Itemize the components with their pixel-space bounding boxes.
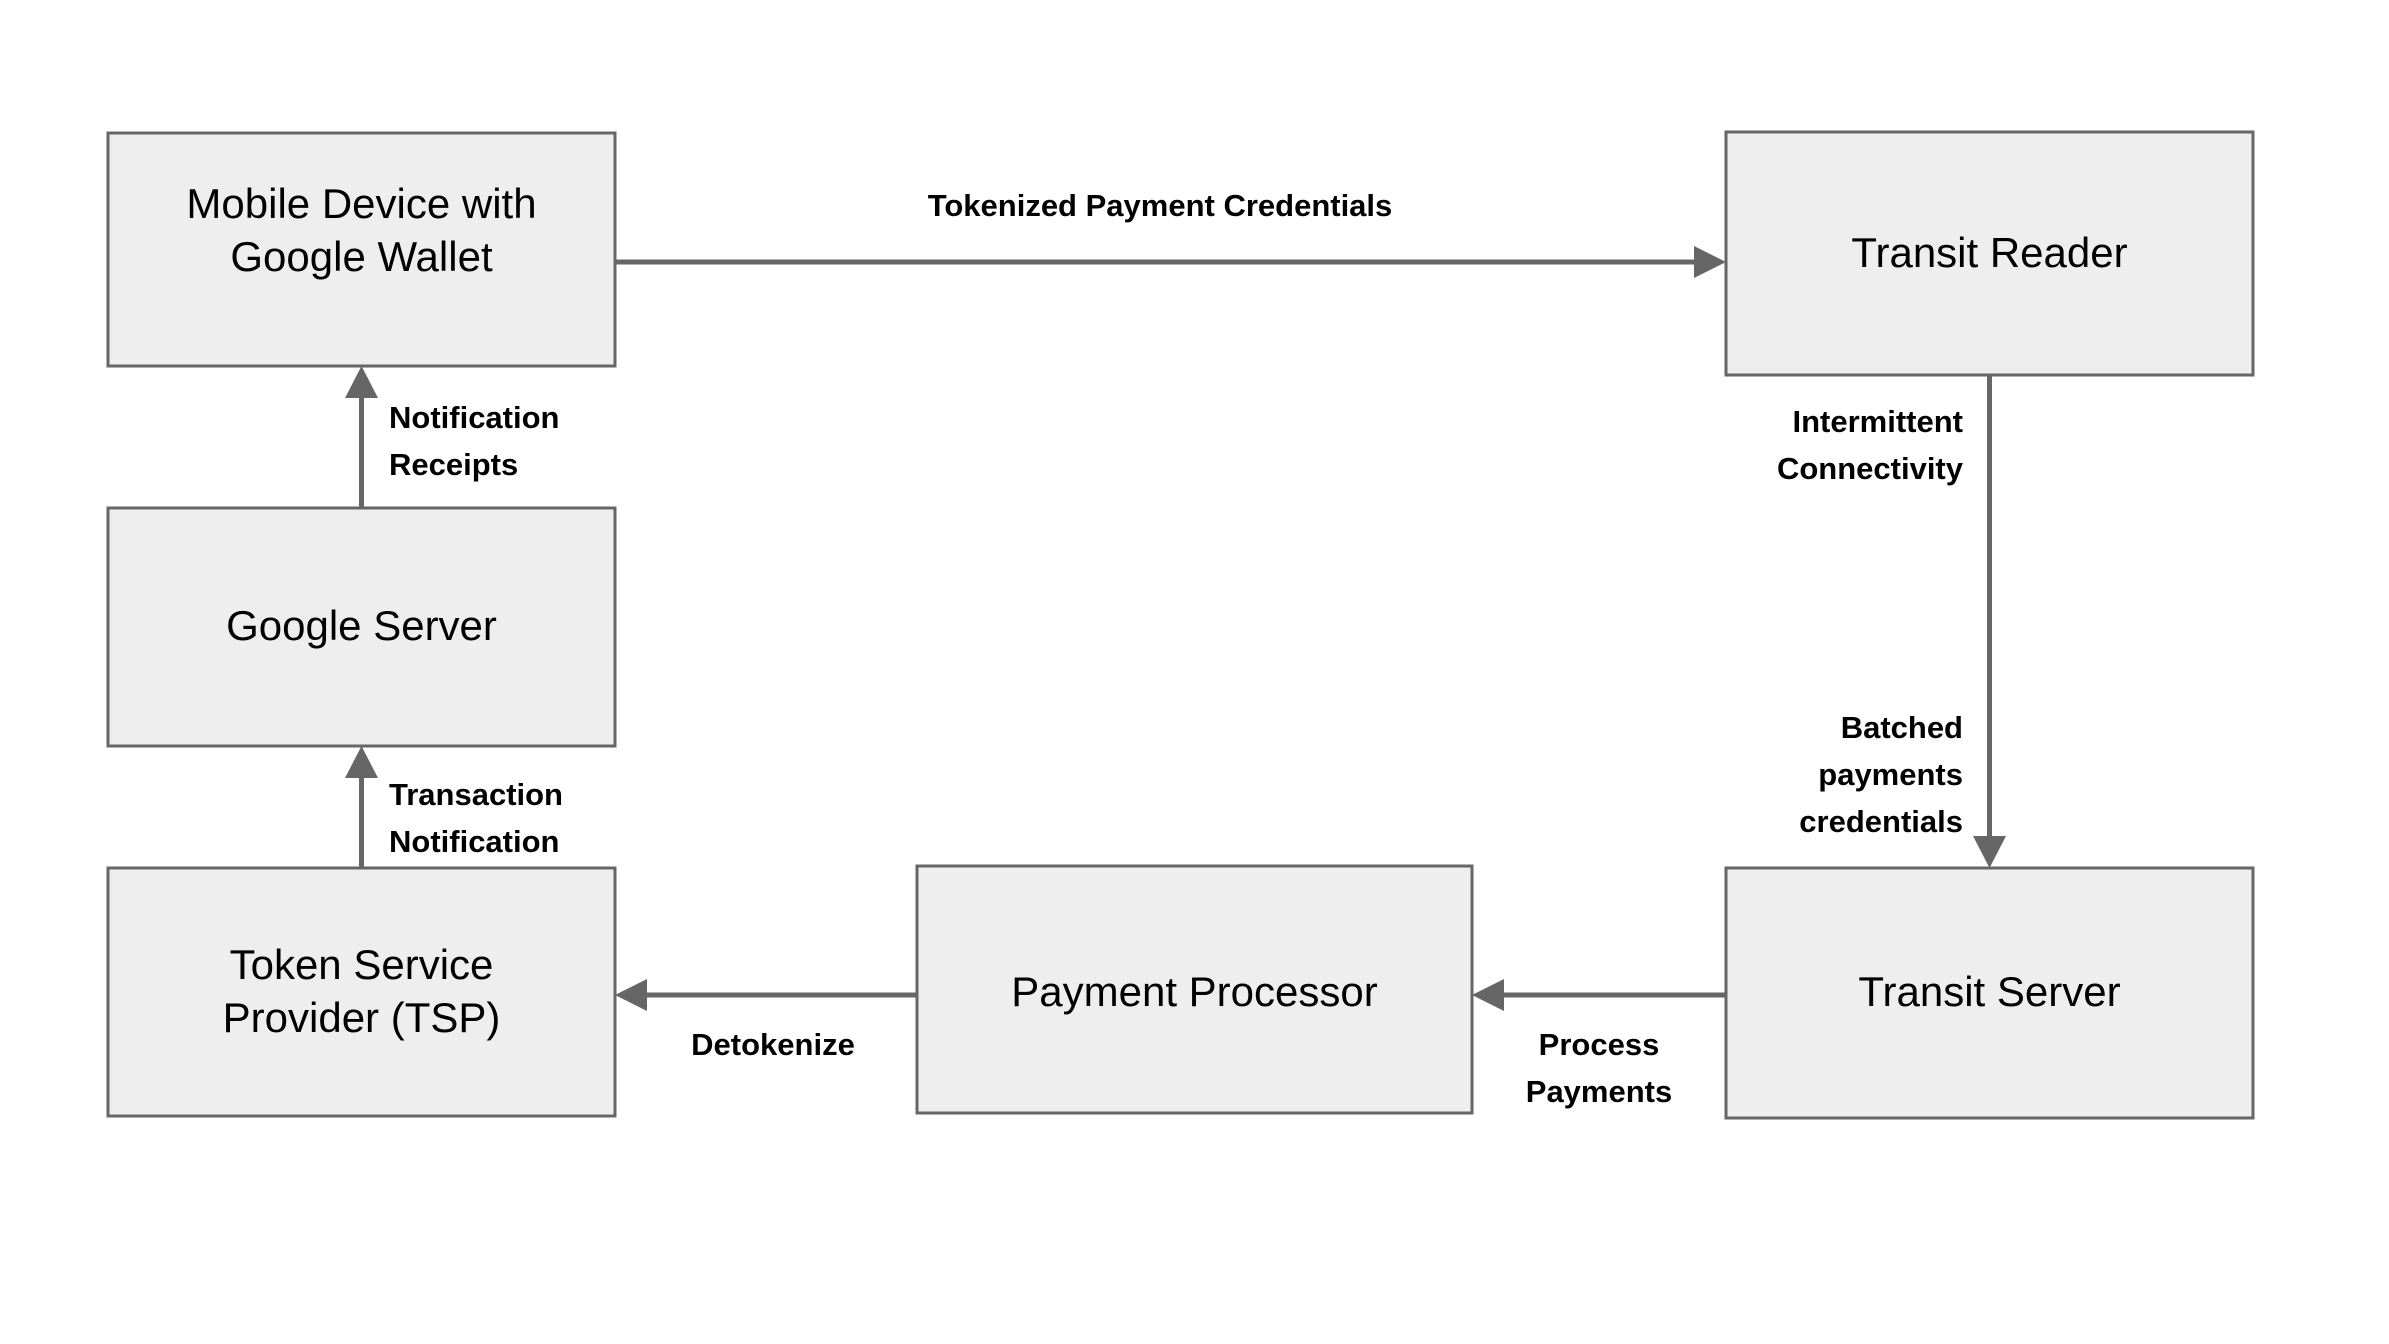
- edge-mobile-to-reader-arrowhead: [1694, 246, 1726, 278]
- edge-reader-to-server-arrowhead: [1973, 836, 2006, 868]
- node-payment-processor-label-line1: Payment Processor: [1011, 968, 1377, 1015]
- node-mobile-device-label-line2: Google Wallet: [230, 233, 493, 280]
- node-google-server[interactable]: Google Server: [106, 506, 617, 748]
- edge-transit-server-to-processor: Process Payments: [1472, 979, 1726, 1109]
- edge-google-server-to-mobile-label-line2: Receipts: [389, 447, 518, 482]
- node-transit-reader-box[interactable]: [1724, 130, 2255, 377]
- edge-tsp-to-google-server-arrowhead: [345, 746, 378, 778]
- node-transit-reader-label-line1: Transit Reader: [1851, 229, 2127, 276]
- edge-reader-to-server-label-batched-line2: payments: [1818, 757, 1963, 792]
- edge-google-server-to-mobile-arrowhead: [345, 366, 378, 398]
- edge-processor-to-tsp-arrowhead: [615, 979, 647, 1011]
- edge-reader-to-server-label-line2: Connectivity: [1777, 451, 1964, 486]
- node-mobile-device-box[interactable]: [106, 131, 617, 368]
- node-token-service-provider[interactable]: Token Service Provider (TSP): [106, 866, 617, 1118]
- node-transit-reader[interactable]: Transit Reader: [1724, 130, 2255, 377]
- edge-transit-server-to-processor-label-line2: Payments: [1526, 1074, 1672, 1109]
- edge-reader-to-server-label-batched-line1: Batched: [1841, 710, 1963, 745]
- node-mobile-device-label-line1: Mobile Device with: [186, 180, 536, 227]
- edge-mobile-to-reader-label-line1: Tokenized Payment Credentials: [928, 188, 1393, 223]
- node-payment-processor-box[interactable]: [915, 864, 1474, 1115]
- node-transit-server-label-line1: Transit Server: [1858, 968, 2120, 1015]
- node-transit-server[interactable]: Transit Server: [1724, 866, 2255, 1120]
- edge-google-server-to-mobile-label-line1: Notification: [389, 400, 560, 435]
- edge-google-server-to-mobile: Notification Receipts: [345, 366, 560, 508]
- node-google-server-label-line1: Google Server: [226, 602, 497, 649]
- edge-transit-server-to-processor-label-line1: Process: [1539, 1027, 1660, 1062]
- node-token-service-provider-label-line2: Provider (TSP): [223, 994, 501, 1041]
- edge-mobile-to-reader: Tokenized Payment Credentials: [615, 188, 1726, 278]
- edge-reader-to-server: Intermittent Connectivity Batched paymen…: [1777, 375, 2006, 868]
- edge-processor-to-tsp-label-line1: Detokenize: [691, 1027, 855, 1062]
- edge-tsp-to-google-server: Transaction Notification: [345, 746, 563, 868]
- edge-transit-server-to-processor-arrowhead: [1472, 979, 1504, 1011]
- edge-tsp-to-google-server-label-line1: Transaction: [389, 777, 563, 812]
- edge-tsp-to-google-server-label-line2: Notification: [389, 824, 560, 859]
- edge-reader-to-server-label-batched-line3: credentials: [1799, 804, 1963, 839]
- edge-processor-to-tsp: Detokenize: [615, 979, 917, 1062]
- node-transit-server-box[interactable]: [1724, 866, 2255, 1120]
- node-token-service-provider-box[interactable]: [106, 866, 617, 1118]
- node-payment-processor[interactable]: Payment Processor: [915, 864, 1474, 1115]
- node-mobile-device[interactable]: Mobile Device with Google Wallet: [106, 131, 617, 368]
- edge-reader-to-server-label-line1: Intermittent: [1793, 404, 1964, 439]
- node-token-service-provider-label-line1: Token Service: [230, 941, 494, 988]
